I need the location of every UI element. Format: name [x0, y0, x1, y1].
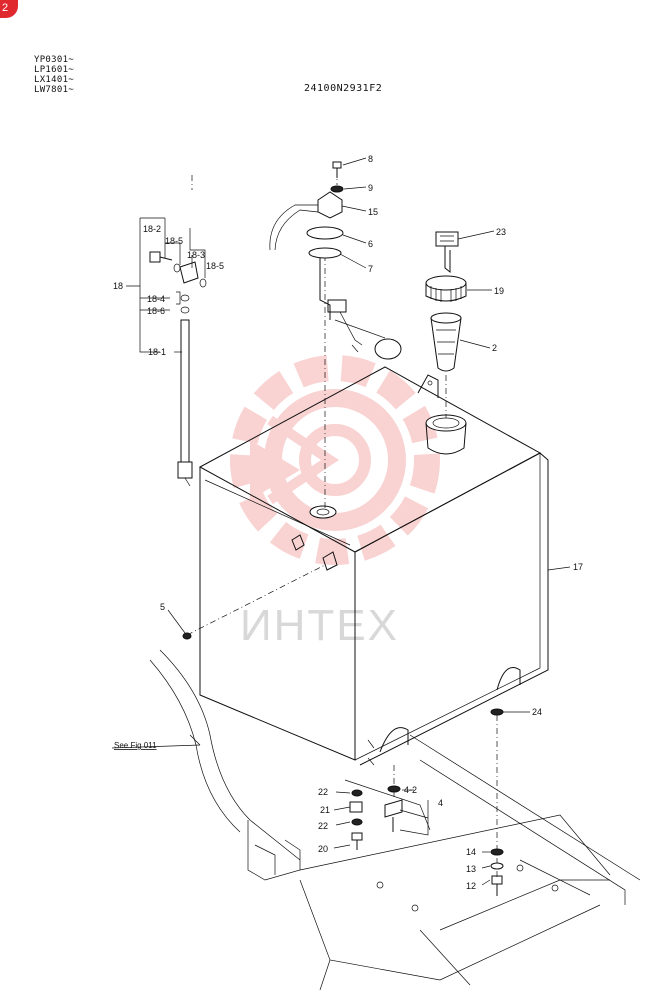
callout-20: 20 — [318, 844, 328, 854]
callout-14: 14 — [466, 847, 476, 857]
callout-2: 2 — [492, 343, 497, 353]
callout-18-6: 18-6 — [147, 306, 165, 316]
callout-22: 22 — [318, 787, 328, 797]
callout-22: 22 — [318, 821, 328, 831]
callout-12: 12 — [466, 881, 476, 891]
callout-18-4: 18-4 — [147, 294, 165, 304]
fuel-gauge-assembly — [269, 161, 402, 360]
callout-18-3: 18-3 — [187, 250, 205, 260]
serial-range: LW7801~ — [34, 85, 75, 95]
callout-4-2: 4-2 — [404, 785, 417, 795]
drain-valve-assembly — [182, 632, 403, 850]
page-badge: 2 — [0, 0, 18, 18]
callout-5: 5 — [160, 602, 165, 612]
callout-6: 6 — [368, 239, 373, 249]
callout-4: 4 — [438, 798, 443, 808]
callout-23: 23 — [496, 227, 506, 237]
callout-18: 18 — [113, 281, 123, 291]
callout-18-5: 18-5 — [206, 261, 224, 271]
callout-13: 13 — [466, 864, 476, 874]
serial-number-ranges: YP0301~ LP1601~ LX1401~ LW7801~ — [34, 55, 74, 95]
callout-18-2: 18-2 — [143, 224, 161, 234]
fuel-tank — [198, 366, 549, 766]
watermark-gear-icon — [230, 355, 440, 565]
serial-range: LP1601~ — [34, 65, 75, 75]
callout-17: 17 — [573, 562, 583, 572]
callout-15: 15 — [368, 207, 378, 217]
callout-7: 7 — [368, 264, 373, 274]
drawing-code: 24100N2931F2 — [304, 83, 383, 94]
serial-range: LX1401~ — [34, 75, 75, 85]
mounting-bolt-assembly — [490, 708, 504, 896]
level-gauge-assembly — [149, 251, 207, 487]
callout-18-5: 18-5 — [165, 236, 183, 246]
serial-range: YP0301~ — [34, 55, 75, 65]
callout-9: 9 — [368, 183, 373, 193]
filler-cap-assembly — [425, 231, 467, 372]
leader-lines — [111, 157, 571, 886]
see-fig-reference: See Fig 011 — [114, 741, 157, 750]
callout-18-1: 18-1 — [148, 347, 166, 357]
callout-8: 8 — [368, 154, 373, 164]
callout-21: 21 — [320, 805, 330, 815]
callout-labels: 8 9 15 6 7 23 19 2 17 24 18 18-1 18-2 18… — [113, 154, 583, 891]
callout-24: 24 — [532, 707, 542, 717]
watermark-text: ИНТЕХ — [240, 601, 399, 650]
base-frame — [149, 649, 641, 991]
callout-19: 19 — [494, 286, 504, 296]
